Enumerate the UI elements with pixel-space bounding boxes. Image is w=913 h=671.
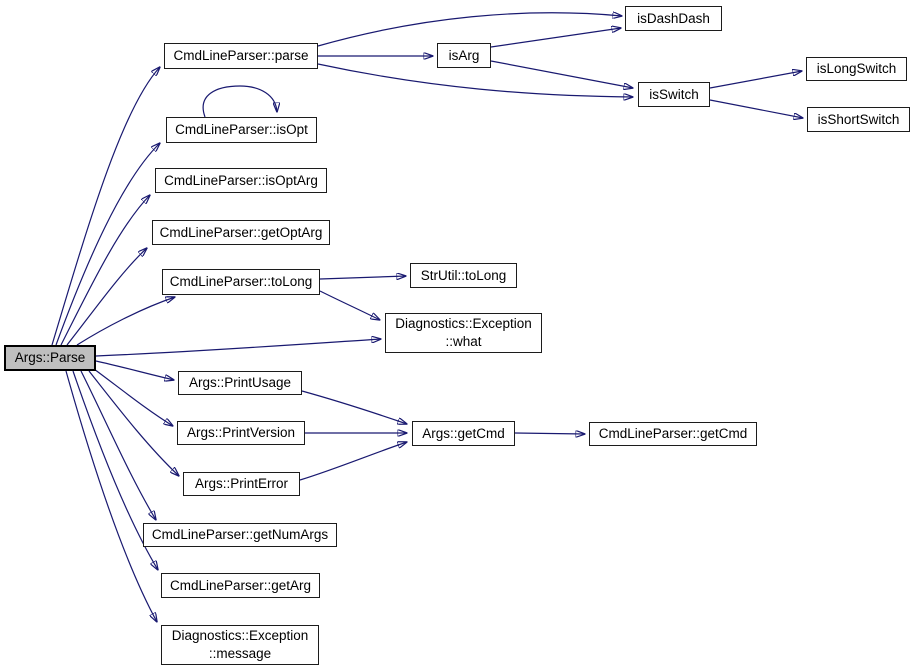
node-cmdlineparser-getcmd-label: CmdLineParser::getCmd	[598, 426, 748, 442]
node-isshortswitch-label: isShortSwitch	[817, 111, 900, 127]
node-cmdlineparser-getnumargs-label: CmdLineParser::getNumArgs	[151, 527, 329, 543]
node-args-parse[interactable]: Args::Parse	[4, 345, 96, 371]
node-strutil-tolong-label: StrUtil::toLong	[420, 267, 507, 283]
node-diagnostics-exception-what-label-2: ::what	[445, 334, 482, 349]
node-args-printerror[interactable]: Args::PrintError	[183, 472, 300, 496]
node-args-parse-label: Args::Parse	[14, 350, 86, 366]
node-strutil-tolong[interactable]: StrUtil::toLong	[410, 263, 517, 288]
node-diagnostics-exception-message[interactable]: Diagnostics::Exception ::message	[161, 625, 319, 665]
edge-parse-to-exception-what	[95, 339, 381, 357]
edge-isopt-self-loop	[202, 85, 277, 118]
edge-parse-to-getnumargs	[80, 370, 156, 520]
edge-parse-to-isopt	[55, 143, 160, 346]
edge-parse-to-cmdlineparser-parse	[51, 67, 160, 346]
node-args-getcmd[interactable]: Args::getCmd	[412, 421, 515, 446]
node-isarg-label: isArg	[448, 47, 480, 63]
node-cmdlineparser-getcmd[interactable]: CmdLineParser::getCmd	[589, 422, 757, 446]
node-cmdlineparser-parse-label: CmdLineParser::parse	[173, 48, 309, 64]
node-diagnostics-exception-what[interactable]: Diagnostics::Exception ::what	[385, 313, 542, 353]
edge-isswitch-to-islongswitch	[709, 71, 802, 89]
node-args-printusage[interactable]: Args::PrintUsage	[178, 371, 302, 395]
node-islongswitch[interactable]: isLongSwitch	[806, 57, 907, 81]
edge-parse-to-printversion	[93, 368, 173, 426]
node-isswitch[interactable]: isSwitch	[638, 82, 710, 107]
edge-isswitch-to-isshortswitch	[709, 99, 803, 118]
edge-printusage-to-getcmd	[301, 390, 407, 424]
node-isshortswitch[interactable]: isShortSwitch	[807, 107, 910, 132]
edge-isarg-to-isswitch	[490, 60, 633, 88]
node-cmdlineparser-getoptarg-label: CmdLineParser::getOptArg	[159, 224, 323, 240]
edge-parse-to-getarg	[72, 370, 158, 570]
edge-cmdparse-to-isswitch	[317, 63, 633, 97]
edge-getcmd-to-cmdlineparser-getcmd	[514, 433, 585, 434]
node-isdashdash-label: isDashDash	[637, 10, 710, 26]
node-islongswitch-label: isLongSwitch	[816, 61, 897, 77]
node-diagnostics-exception-message-label-2: ::message	[208, 646, 272, 661]
node-cmdlineparser-isopt[interactable]: CmdLineParser::isOpt	[166, 117, 317, 143]
node-isdashdash[interactable]: isDashDash	[625, 6, 722, 31]
edge-parse-to-printerror	[88, 370, 179, 476]
edge-parse-to-getoptarg	[66, 248, 147, 346]
node-cmdlineparser-getarg[interactable]: CmdLineParser::getArg	[161, 573, 320, 598]
node-cmdlineparser-isoptarg-label: CmdLineParser::isOptArg	[164, 172, 318, 188]
node-args-printusage-label: Args::PrintUsage	[188, 375, 292, 391]
node-cmdlineparser-parse[interactable]: CmdLineParser::parse	[164, 43, 318, 69]
node-diagnostics-exception-message-label-1: Diagnostics::Exception	[171, 628, 309, 644]
node-cmdlineparser-isopt-label: CmdLineParser::isOpt	[175, 122, 308, 138]
node-args-printerror-label: Args::PrintError	[194, 476, 289, 492]
node-cmdlineparser-tolong-label: CmdLineParser::toLong	[169, 274, 313, 290]
node-isarg[interactable]: isArg	[437, 43, 491, 68]
node-diagnostics-exception-what-label-1: Diagnostics::Exception	[395, 316, 532, 332]
edge-isarg-to-isdashdash	[490, 28, 621, 48]
edge-tolong-to-strutil-tolong	[319, 276, 406, 279]
node-args-getcmd-label: Args::getCmd	[422, 425, 505, 441]
node-cmdlineparser-tolong[interactable]: CmdLineParser::toLong	[162, 269, 320, 295]
node-isswitch-label: isSwitch	[649, 86, 699, 102]
edge-parse-to-isoptarg	[60, 195, 150, 346]
edge-parse-to-exception-message	[65, 370, 157, 622]
edge-tolong-to-exception-what	[319, 290, 380, 320]
node-args-printversion-label: Args::PrintVersion	[186, 425, 296, 441]
node-args-printversion[interactable]: Args::PrintVersion	[177, 421, 305, 445]
edge-parse-to-tolong	[76, 297, 175, 346]
edge-cmdparse-to-isdashdash	[317, 13, 622, 47]
node-cmdlineparser-getarg-label: CmdLineParser::getArg	[169, 577, 312, 593]
edge-parse-to-printusage	[95, 360, 174, 380]
node-cmdlineparser-getnumargs[interactable]: CmdLineParser::getNumArgs	[143, 523, 337, 547]
node-cmdlineparser-getoptarg[interactable]: CmdLineParser::getOptArg	[152, 220, 330, 245]
node-cmdlineparser-isoptarg[interactable]: CmdLineParser::isOptArg	[155, 168, 327, 193]
edge-printerror-to-getcmd	[299, 442, 407, 481]
